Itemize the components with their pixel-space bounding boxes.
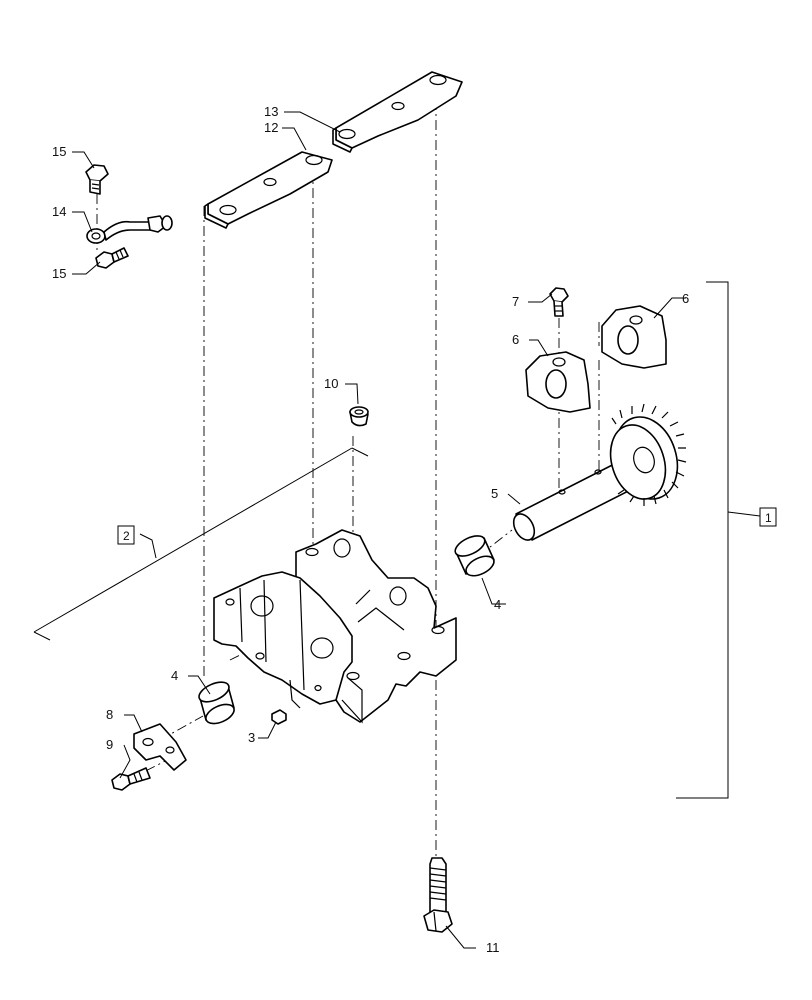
callout-12: 12 xyxy=(264,120,278,135)
part-14-banjo-pipe xyxy=(86,215,173,244)
callout-labels: 13 12 15 14 15 10 7 6 6 5 4 4 8 9 3 11 xyxy=(52,104,689,955)
part-7-bolt xyxy=(549,287,569,317)
part-12-gasket xyxy=(204,151,333,229)
part-10-plug xyxy=(349,406,369,427)
callout-13: 13 xyxy=(264,104,278,119)
assembly-bracket xyxy=(676,281,761,799)
part-5-shaft-gear xyxy=(512,403,687,541)
callout-10: 10 xyxy=(324,376,338,391)
callout-8: 8 xyxy=(106,707,113,722)
part-3-screw xyxy=(271,709,287,725)
part-13-gasket xyxy=(332,71,463,153)
callout-9: 9 xyxy=(106,737,113,752)
callout-14: 14 xyxy=(52,204,66,219)
part-6-bearing-cap-front xyxy=(525,351,591,413)
plane-line xyxy=(33,447,369,641)
callout-15-lower: 15 xyxy=(52,266,66,281)
part-4-bushing-front xyxy=(198,681,235,725)
callout-7: 7 xyxy=(512,294,519,309)
callout-3: 3 xyxy=(248,730,255,745)
leader-lines xyxy=(72,111,686,949)
housing-block xyxy=(213,529,457,724)
boxed-callout-1: 1 xyxy=(759,507,777,527)
part-4-bushing-rear xyxy=(454,535,495,577)
boxed-callout-2: 2 xyxy=(117,525,135,545)
callout-6-front: 6 xyxy=(512,332,519,347)
callout-4-rear: 4 xyxy=(494,597,501,612)
callout-5: 5 xyxy=(491,486,498,501)
callout-6-rear: 6 xyxy=(682,291,689,306)
part-8-bracket xyxy=(133,723,187,771)
callout-1: 1 xyxy=(765,511,772,525)
callout-15-upper: 15 xyxy=(52,144,66,159)
part-15-lower-bolt xyxy=(95,247,129,269)
callout-2: 2 xyxy=(123,529,130,543)
callout-4-front: 4 xyxy=(171,668,178,683)
part-9-bolt xyxy=(111,767,151,791)
part-15-upper-bolt xyxy=(85,164,109,195)
callout-11: 11 xyxy=(486,940,500,955)
part-6-bearing-cap-rear xyxy=(601,305,667,369)
part-11-long-bolt xyxy=(423,857,453,933)
